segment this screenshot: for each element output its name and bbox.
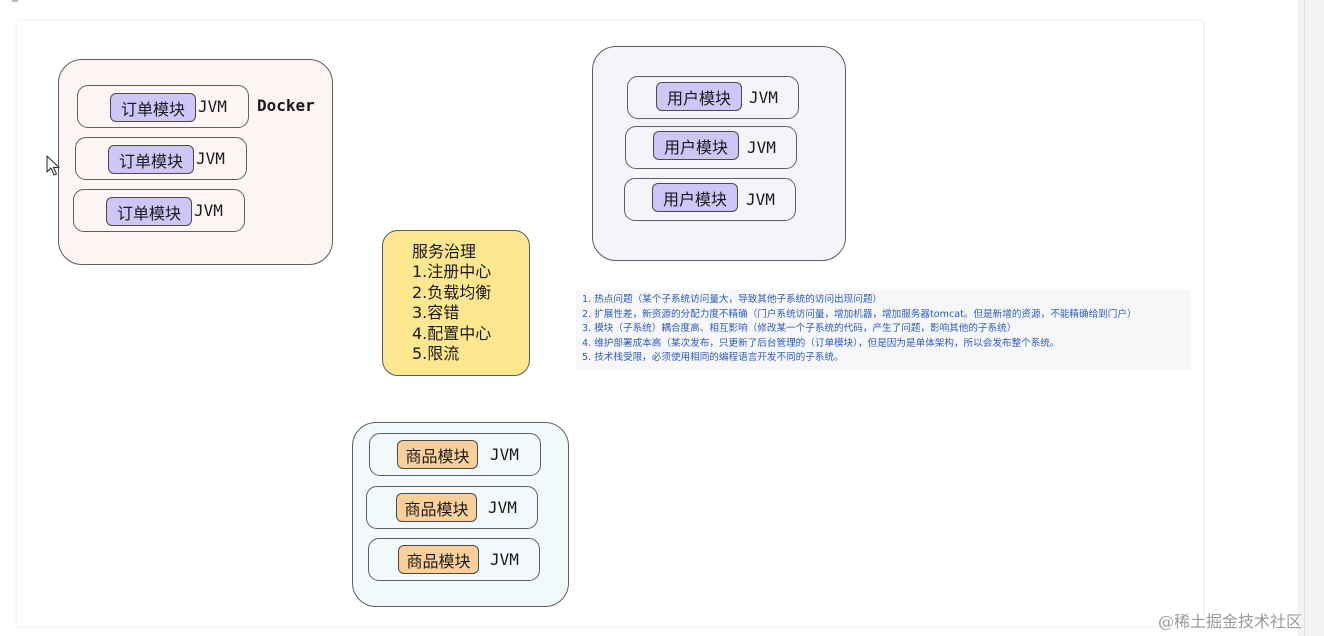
- scrollbar-edge: [1304, 0, 1305, 636]
- goods-module-2[interactable]: 商品模块: [396, 493, 477, 522]
- scrollbar-track[interactable]: [1298, 0, 1324, 636]
- order-jvm-container-3[interactable]: [73, 189, 245, 232]
- goods-jvm-container-1[interactable]: [369, 433, 541, 476]
- order-jvm-label-1: JVM: [198, 97, 227, 116]
- note-line: 1. 热点问题（某个子系统访问量大，导致其他子系统的访问出现问题）: [582, 294, 883, 305]
- order-docker-group[interactable]: [58, 59, 333, 265]
- goods-jvm-container-2[interactable]: [366, 486, 538, 529]
- order-jvm-label-3: JVM: [194, 201, 223, 220]
- order-jvm-label-2: JVM: [196, 149, 225, 168]
- goods-module-1[interactable]: 商品模块: [397, 440, 478, 469]
- note-line: 5. 技术栈受限，必须使用相同的编程语言开发不同的子系统。: [582, 352, 844, 364]
- governance-item: 5.限流: [412, 344, 460, 363]
- user-jvm-label-3: JVM: [746, 190, 775, 209]
- goods-jvm-container-3[interactable]: [368, 538, 540, 581]
- goods-jvm-label-2: JVM: [488, 498, 517, 517]
- user-jvm-container-1[interactable]: [627, 76, 799, 119]
- watermark: @稀土掘金技术社区: [1158, 612, 1303, 631]
- mouse-pointer-icon: [46, 155, 60, 176]
- user-module-3[interactable]: 用户模块: [652, 183, 738, 212]
- order-jvm-container-2[interactable]: [75, 137, 247, 180]
- governance-title: 服务治理: [412, 242, 477, 261]
- governance-item: 2.负载均衡: [412, 282, 492, 302]
- order-module-3[interactable]: 订单模块: [106, 197, 192, 226]
- user-module-2[interactable]: 用户模块: [653, 131, 739, 160]
- governance-item: 4.配置中心: [412, 323, 492, 343]
- governance-item: 3.容错: [412, 303, 460, 322]
- user-jvm-label-2: JVM: [747, 138, 776, 157]
- note-line: 4. 维护部署成本高（某次发布，只更新了后台管理的（订单模块），但是因为是单体架…: [582, 337, 1060, 349]
- monolith-problems-notes[interactable]: 1. 热点问题（某个子系统访问量大，导致其他子系统的访问出现问题） 2. 扩展性…: [576, 290, 1191, 370]
- note-line: 3. 模块（子系统）耦合度高、相互影响（修改某一个子系统的代码，产生了问题，影响…: [582, 323, 1017, 335]
- goods-jvm-label-1: JVM: [490, 445, 519, 464]
- user-module-1[interactable]: 用户模块: [656, 82, 742, 111]
- order-module-1[interactable]: 订单模块: [110, 93, 196, 122]
- goods-module-3[interactable]: 商品模块: [398, 545, 479, 574]
- order-jvm-container-1[interactable]: [77, 85, 249, 128]
- order-module-2[interactable]: 订单模块: [108, 145, 194, 174]
- service-governance-box[interactable]: 服务治理 1.注册中心 2.负载均衡 3.容错 4.配置中心 5.限流: [382, 230, 530, 376]
- governance-item: 1.注册中心: [412, 262, 492, 281]
- note-line: 2. 扩展性差，新资源的分配力度不精确（门户系统访问量，增加机器，增加服务器to…: [582, 308, 1137, 320]
- top-edge-mark: [12, 0, 18, 2]
- user-jvm-label-1: JVM: [749, 88, 778, 107]
- docker-label: Docker: [257, 96, 315, 115]
- user-jvm-container-3[interactable]: [624, 178, 796, 221]
- goods-jvm-label-3: JVM: [490, 550, 519, 569]
- user-jvm-container-2[interactable]: [625, 126, 797, 169]
